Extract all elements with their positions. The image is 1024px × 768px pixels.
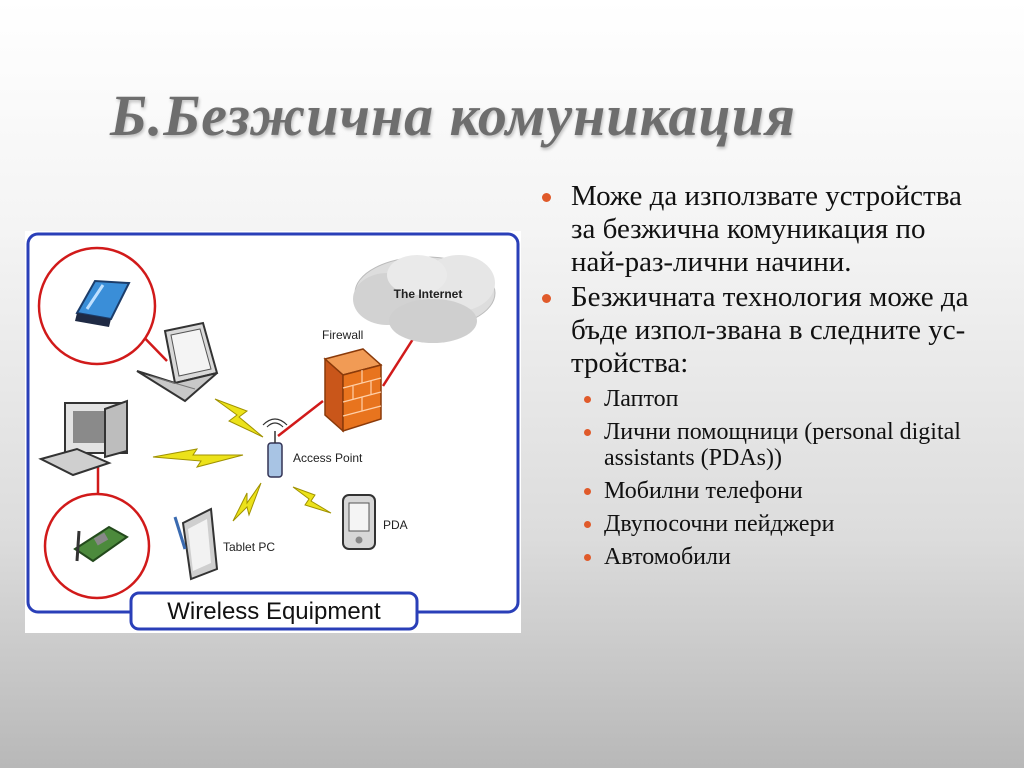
- sub-bullet-item: Лични помощници (personal digital assist…: [574, 419, 978, 471]
- wireless-pc-card-icon: [75, 279, 131, 327]
- caption-box: [129, 591, 419, 631]
- tablet-pc-label: Tablet PC: [223, 540, 275, 554]
- bullet-list: Може да използвате устройства за безжичн…: [538, 180, 978, 570]
- tablet-pc-icon: [173, 507, 219, 581]
- network-card-icon: [73, 525, 129, 563]
- slide-title: Б.Безжична комуникация: [110, 83, 796, 148]
- bullet-dot-icon: [542, 294, 551, 303]
- sub-bullet-dot-icon: [584, 521, 591, 528]
- sub-bullet-text: Автомобили: [604, 544, 731, 570]
- sub-bullet-dot-icon: [584, 429, 591, 436]
- sub-bullet-list: Лаптоп Лични помощници (personal digital…: [571, 386, 978, 570]
- sub-bullet-text: Двупосочни пейджери: [604, 511, 835, 537]
- pda-label: PDA: [383, 518, 408, 532]
- sub-bullet-text: Лаптоп: [604, 386, 679, 412]
- sub-bullet-item: Автомобили: [574, 544, 978, 570]
- bullet-text: Безжичната технология може да бъде изпол…: [571, 281, 969, 379]
- desktop-computer-icon: [38, 399, 128, 477]
- bullet-item: Може да използвате устройства за безжичн…: [538, 180, 978, 279]
- diagram-caption: Wireless Equipment: [167, 598, 381, 625]
- sub-bullet-dot-icon: [584, 554, 591, 561]
- laptop-icon: [136, 321, 219, 403]
- bullet-item: Безжичната технология може да бъде изпол…: [538, 281, 978, 570]
- sub-bullet-item: Лаптоп: [574, 386, 978, 412]
- diagram-canvas: Wireless Equipment The Internet Firewall: [26, 232, 520, 631]
- bullet-dot-icon: [542, 193, 551, 202]
- firewall-icon: [323, 348, 383, 433]
- internet-cloud-icon: [353, 255, 496, 343]
- sub-bullet-text: Лични помощници (personal digital assist…: [604, 419, 961, 471]
- slide-content: Може да използвате устройства за безжичн…: [538, 180, 978, 577]
- sub-bullet-dot-icon: [584, 396, 591, 403]
- access-point-icon: [262, 418, 288, 478]
- sub-bullet-item: Мобилни телефони: [574, 478, 978, 504]
- sub-bullet-text: Мобилни телефони: [604, 478, 803, 504]
- sub-bullet-item: Двупосочни пейджери: [574, 511, 978, 537]
- firewall-label: Firewall: [322, 328, 363, 342]
- wireless-signal-icons: [152, 398, 332, 522]
- access-point-label: Access Point: [293, 451, 363, 465]
- bullet-text: Може да използвате устройства за безжичн…: [571, 180, 962, 278]
- internet-label: The Internet: [394, 287, 463, 301]
- wireless-equipment-diagram: Wireless Equipment The Internet Firewall: [25, 231, 521, 633]
- pda-icon: [342, 494, 376, 550]
- sub-bullet-dot-icon: [584, 488, 591, 495]
